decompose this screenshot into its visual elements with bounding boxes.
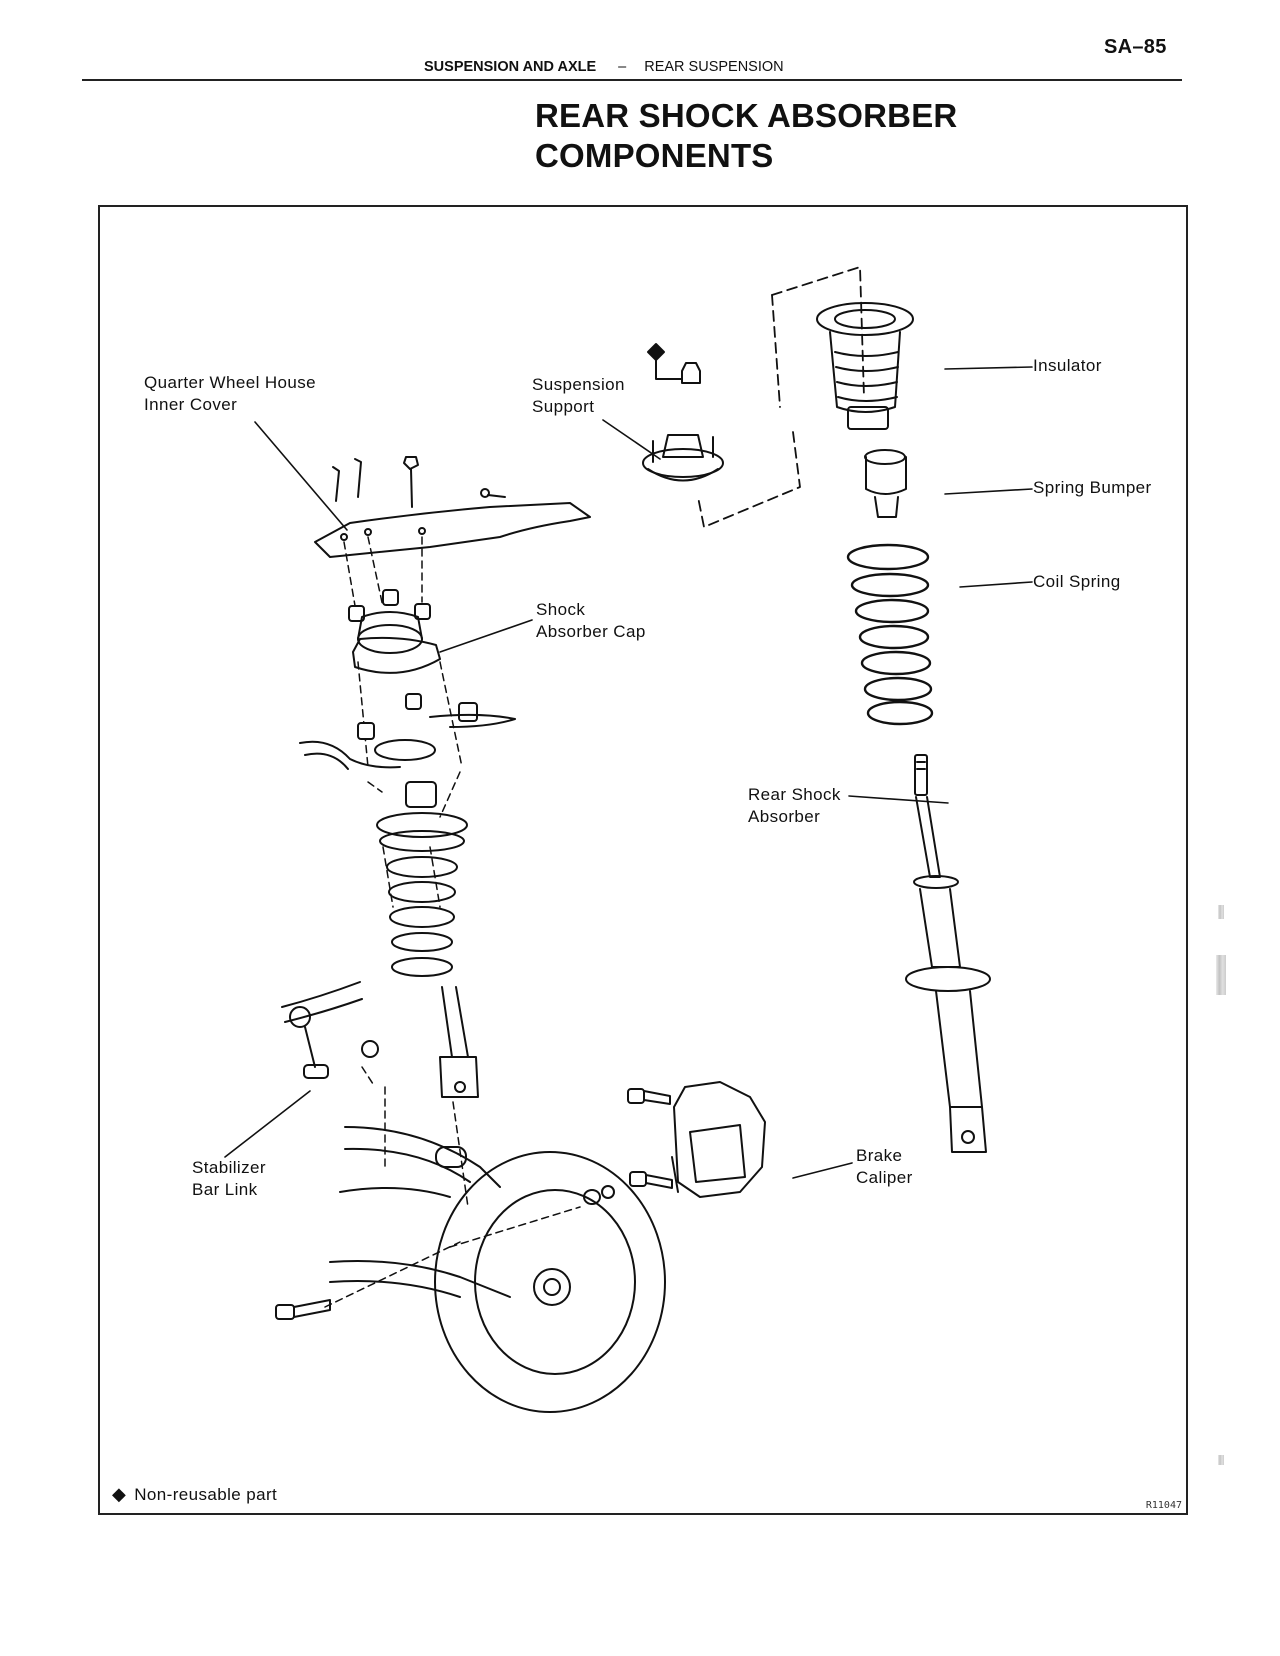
diagram-drawing [224,266,1033,1413]
spring-bumper [864,449,907,518]
body-panel [299,713,516,770]
label-insulator: Insulator [1033,356,1102,375]
page-title: REAR SHOCK ABSORBER COMPONENTS [535,96,957,176]
exploded-diagram: Quarter Wheel House Inner Cover Suspensi… [98,205,1188,1515]
legend: ◆ Non-reusable part [112,1484,277,1505]
label-quarter-wheel-house-inner-cover: Quarter Wheel House Inner Cover [144,373,317,414]
label-spring-bumper: Spring Bumper [1033,478,1152,497]
leader-brake-caliper [792,1162,853,1179]
scan-artifact [1218,905,1224,919]
scan-artifact [1218,1455,1224,1465]
shock-absorber-cap [352,611,441,674]
assembled-strut [376,781,479,1098]
header-separator: – [618,59,627,75]
bolts [275,1088,673,1320]
section-title: SUSPENSION AND AXLE [424,59,597,75]
leader-rear-shock [848,795,949,804]
stabilizer-bar-link [281,981,379,1079]
assembly-guides-right [697,266,865,528]
header-rule [82,79,1182,81]
insulator [816,302,914,430]
quarter-wheel-house-inner-cover [314,456,591,558]
brake-caliper [671,1081,766,1198]
non-reusable-diamond-icon: ◆ [112,1484,127,1504]
leader-shock-absorber-cap [439,619,533,653]
rear-shock-absorber [905,754,991,1153]
label-rear-shock-absorber: Rear Shock Absorber [748,785,841,826]
label-brake-caliper: Brake Caliper [856,1146,913,1187]
running-header: SUSPENSION AND AXLE – REAR SUSPENSION [424,59,784,75]
axle-carrier [329,1126,666,1413]
label-stabilizer-bar-link: Stabilizer Bar Link [192,1158,266,1199]
leader-lines [224,366,1033,1179]
subsection-title: REAR SUSPENSION [644,59,784,75]
label-suspension-support: Suspension Support [532,375,625,416]
scan-artifact [1216,955,1226,995]
label-shock-absorber-cap: Shock Absorber Cap [536,600,646,641]
leader-coil-spring [959,581,1033,588]
non-reusable-nut [647,343,701,384]
page-title-line-2: COMPONENTS [535,137,774,174]
leader-insulator [944,366,1033,370]
legend-text: Non-reusable part [134,1484,278,1504]
leader-spring-bumper [944,488,1033,495]
leader-quarter-wheel-house [254,421,348,531]
page-number: SA–85 [1104,36,1167,58]
figure-code: R11047 [1145,1500,1182,1511]
page-title-line-1: REAR SHOCK ABSORBER [535,97,958,134]
label-coil-spring: Coil Spring [1033,572,1121,591]
suspension-support [642,434,724,482]
leader-suspension-support [602,419,661,460]
nuts [348,589,478,740]
coil-spring [846,543,934,726]
leader-stabilizer-link [224,1090,311,1158]
